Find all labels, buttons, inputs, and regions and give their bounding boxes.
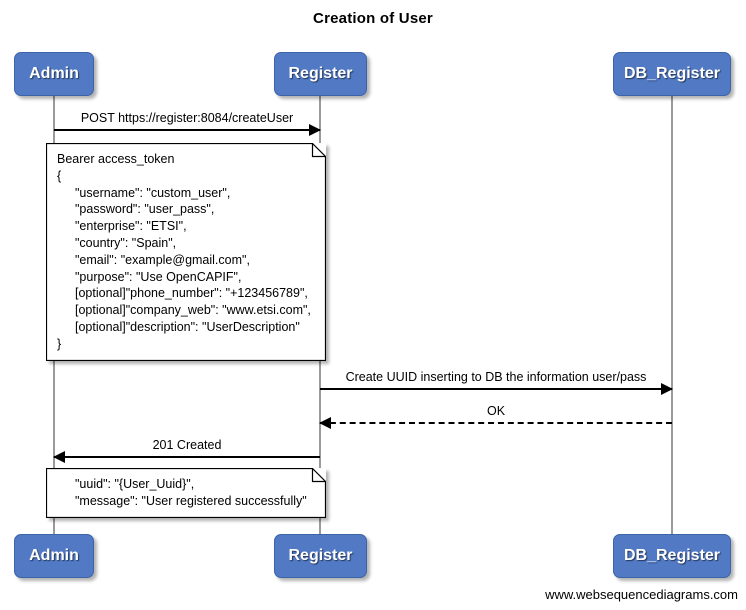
note-line: [optional]"description": "UserDescriptio… [75, 319, 300, 334]
note-line: } [57, 336, 62, 351]
participant-label: Register [288, 547, 353, 564]
note-line: "uuid": "{User_Uuid}", [75, 477, 195, 491]
note-line: "email": "example@gmail.com", [75, 252, 250, 267]
participant-admin-bottom[interactable]: Admin [14, 534, 94, 578]
note-line: Bearer access_token [57, 152, 175, 166]
message-arrow-m2 [320, 383, 673, 395]
arrow-head-left-icon [53, 451, 65, 463]
participant-label: DB_Register [623, 547, 721, 564]
note-line: "country": "Spain", [75, 235, 177, 250]
note-shape [46, 143, 326, 361]
lifeline-db_register [671, 96, 673, 534]
page-title: Creation of User [313, 10, 433, 27]
participant-label: Admin [29, 547, 79, 564]
participant-label: Admin [29, 65, 79, 82]
note-shape [46, 468, 326, 518]
participant-label: DB_Register [623, 65, 721, 82]
participant-label: Register [288, 65, 353, 82]
note-line: { [57, 168, 62, 183]
note-line: "username": "custom_user", [75, 185, 231, 200]
message-label-m3: OK [486, 404, 506, 418]
message-arrow-m3 [319, 417, 672, 429]
message-arrow-m4 [53, 451, 320, 463]
message-arrow-m1 [54, 124, 321, 136]
note-line: "message": "User registered successfully… [75, 493, 307, 508]
arrow-head-left-icon [319, 417, 331, 429]
watermark: www.websequencediagrams.com [545, 587, 738, 602]
note-response-payload: "uuid": "{User_Uuid}", "message": "User r… [46, 468, 326, 518]
participant-db_register-bottom[interactable]: DB_Register [613, 534, 731, 578]
arrow-line [54, 456, 320, 458]
note-text: "uuid": "{User_Uuid}", "message": "User r… [57, 476, 307, 510]
message-label-m1: POST https://register:8084/createUser [80, 111, 294, 125]
participant-db_register-top[interactable]: DB_Register [613, 52, 731, 96]
note-line: "purpose": "Use OpenCAPIF", [75, 269, 242, 284]
note-line: "password": "user_pass", [75, 202, 215, 217]
note-line: "enterprise": "ETSI", [75, 219, 187, 234]
message-label-m4: 201 Created [152, 438, 222, 452]
arrow-head-right-icon [661, 383, 673, 395]
message-label-m2: Create UUID inserting to DB the informat… [345, 370, 647, 384]
note-text: Bearer access_token { "username": "custom_… [57, 151, 311, 353]
arrow-line [320, 388, 672, 390]
note-line: [optional]"company_web": "www.etsi.com", [75, 303, 311, 318]
participant-admin-top[interactable]: Admin [14, 52, 94, 96]
note-line: [optional]"phone_number": "+123456789", [75, 286, 308, 301]
note-request-payload: Bearer access_token { "username": "custom_… [46, 143, 326, 361]
participant-register-bottom[interactable]: Register [274, 534, 367, 578]
arrow-head-right-icon [309, 124, 321, 136]
arrow-line [320, 422, 672, 424]
participant-register-top[interactable]: Register [274, 52, 367, 96]
arrow-line [54, 129, 320, 131]
